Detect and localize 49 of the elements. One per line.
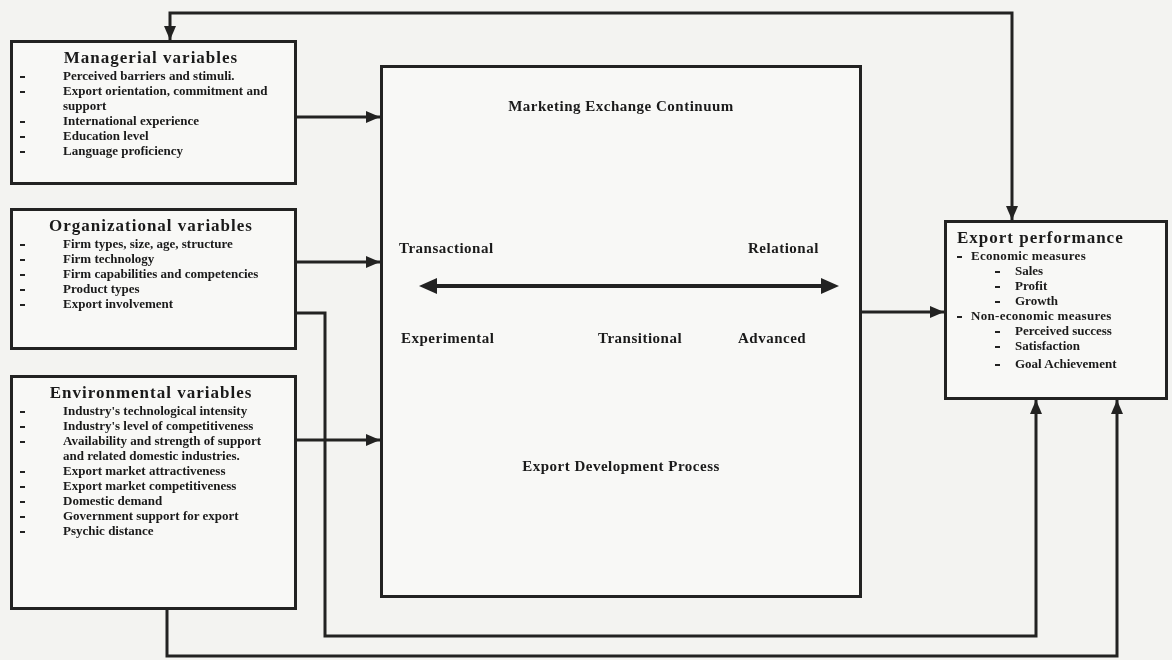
list-item: Firm types, size, age, structure xyxy=(63,236,233,251)
variable-box xyxy=(944,220,1168,400)
list-item: Satisfaction xyxy=(1015,338,1080,353)
process-box xyxy=(380,65,862,598)
arrow xyxy=(164,11,1018,220)
box-heading: Export performance xyxy=(957,228,1125,248)
arrow xyxy=(165,400,1123,658)
variable-box xyxy=(10,40,297,185)
list-item: Availability and strength of support and related domestic industries. xyxy=(63,433,262,463)
list-item: Industry's technological intensity xyxy=(63,403,248,418)
list-item: Non-economic measures xyxy=(971,308,1112,323)
arrow xyxy=(297,111,380,123)
list-item: Export involvement xyxy=(63,296,174,311)
stage-label: Transactional xyxy=(399,240,494,257)
list-item: Firm technology xyxy=(63,251,155,266)
list-item: Industry's level of competitiveness xyxy=(63,418,254,433)
list-item: Perceived barriers and stimuli. xyxy=(63,68,235,83)
list-item: Profit xyxy=(1015,278,1048,293)
heading: Export Development Process xyxy=(521,458,721,475)
arrow xyxy=(297,311,1042,638)
arrow xyxy=(297,434,380,446)
list-item: Export orientation, commitment and support xyxy=(63,83,268,113)
list-item: Education level xyxy=(63,128,149,143)
list-item: Domestic demand xyxy=(63,493,163,508)
stage-label: Transitional xyxy=(598,330,683,347)
list-item: Sales xyxy=(1015,263,1044,278)
arrow xyxy=(862,306,944,318)
arrow xyxy=(297,256,380,268)
box-heading: Managerial variables xyxy=(62,48,240,68)
box-heading: Environmental variables xyxy=(48,383,254,403)
list-item: Government support for export xyxy=(63,508,239,523)
list-item: Firm capabilities and competencies xyxy=(63,266,259,281)
list-item: Export market competitiveness xyxy=(63,478,237,493)
list-item: Economic measures xyxy=(971,248,1086,263)
list-item: International experience xyxy=(63,113,200,128)
stage-label: Experimental xyxy=(401,330,495,347)
list-item: Perceived success xyxy=(1015,323,1112,338)
stage-label: Relational xyxy=(748,240,819,257)
variable-box xyxy=(10,208,297,350)
stage-label: Advanced xyxy=(738,330,807,347)
list-item: Product types xyxy=(63,281,140,296)
list-item: Psychic distance xyxy=(63,523,154,538)
variable-box xyxy=(10,375,297,610)
list-item: Language proficiency xyxy=(63,143,183,158)
heading: Marketing Exchange Continuum xyxy=(507,98,735,115)
list-item: Goal Achievement xyxy=(1015,356,1117,371)
box-heading: Organizational variables xyxy=(48,216,254,236)
list-item: Growth xyxy=(1015,293,1059,308)
list-item: Export market attractiveness xyxy=(63,463,226,478)
